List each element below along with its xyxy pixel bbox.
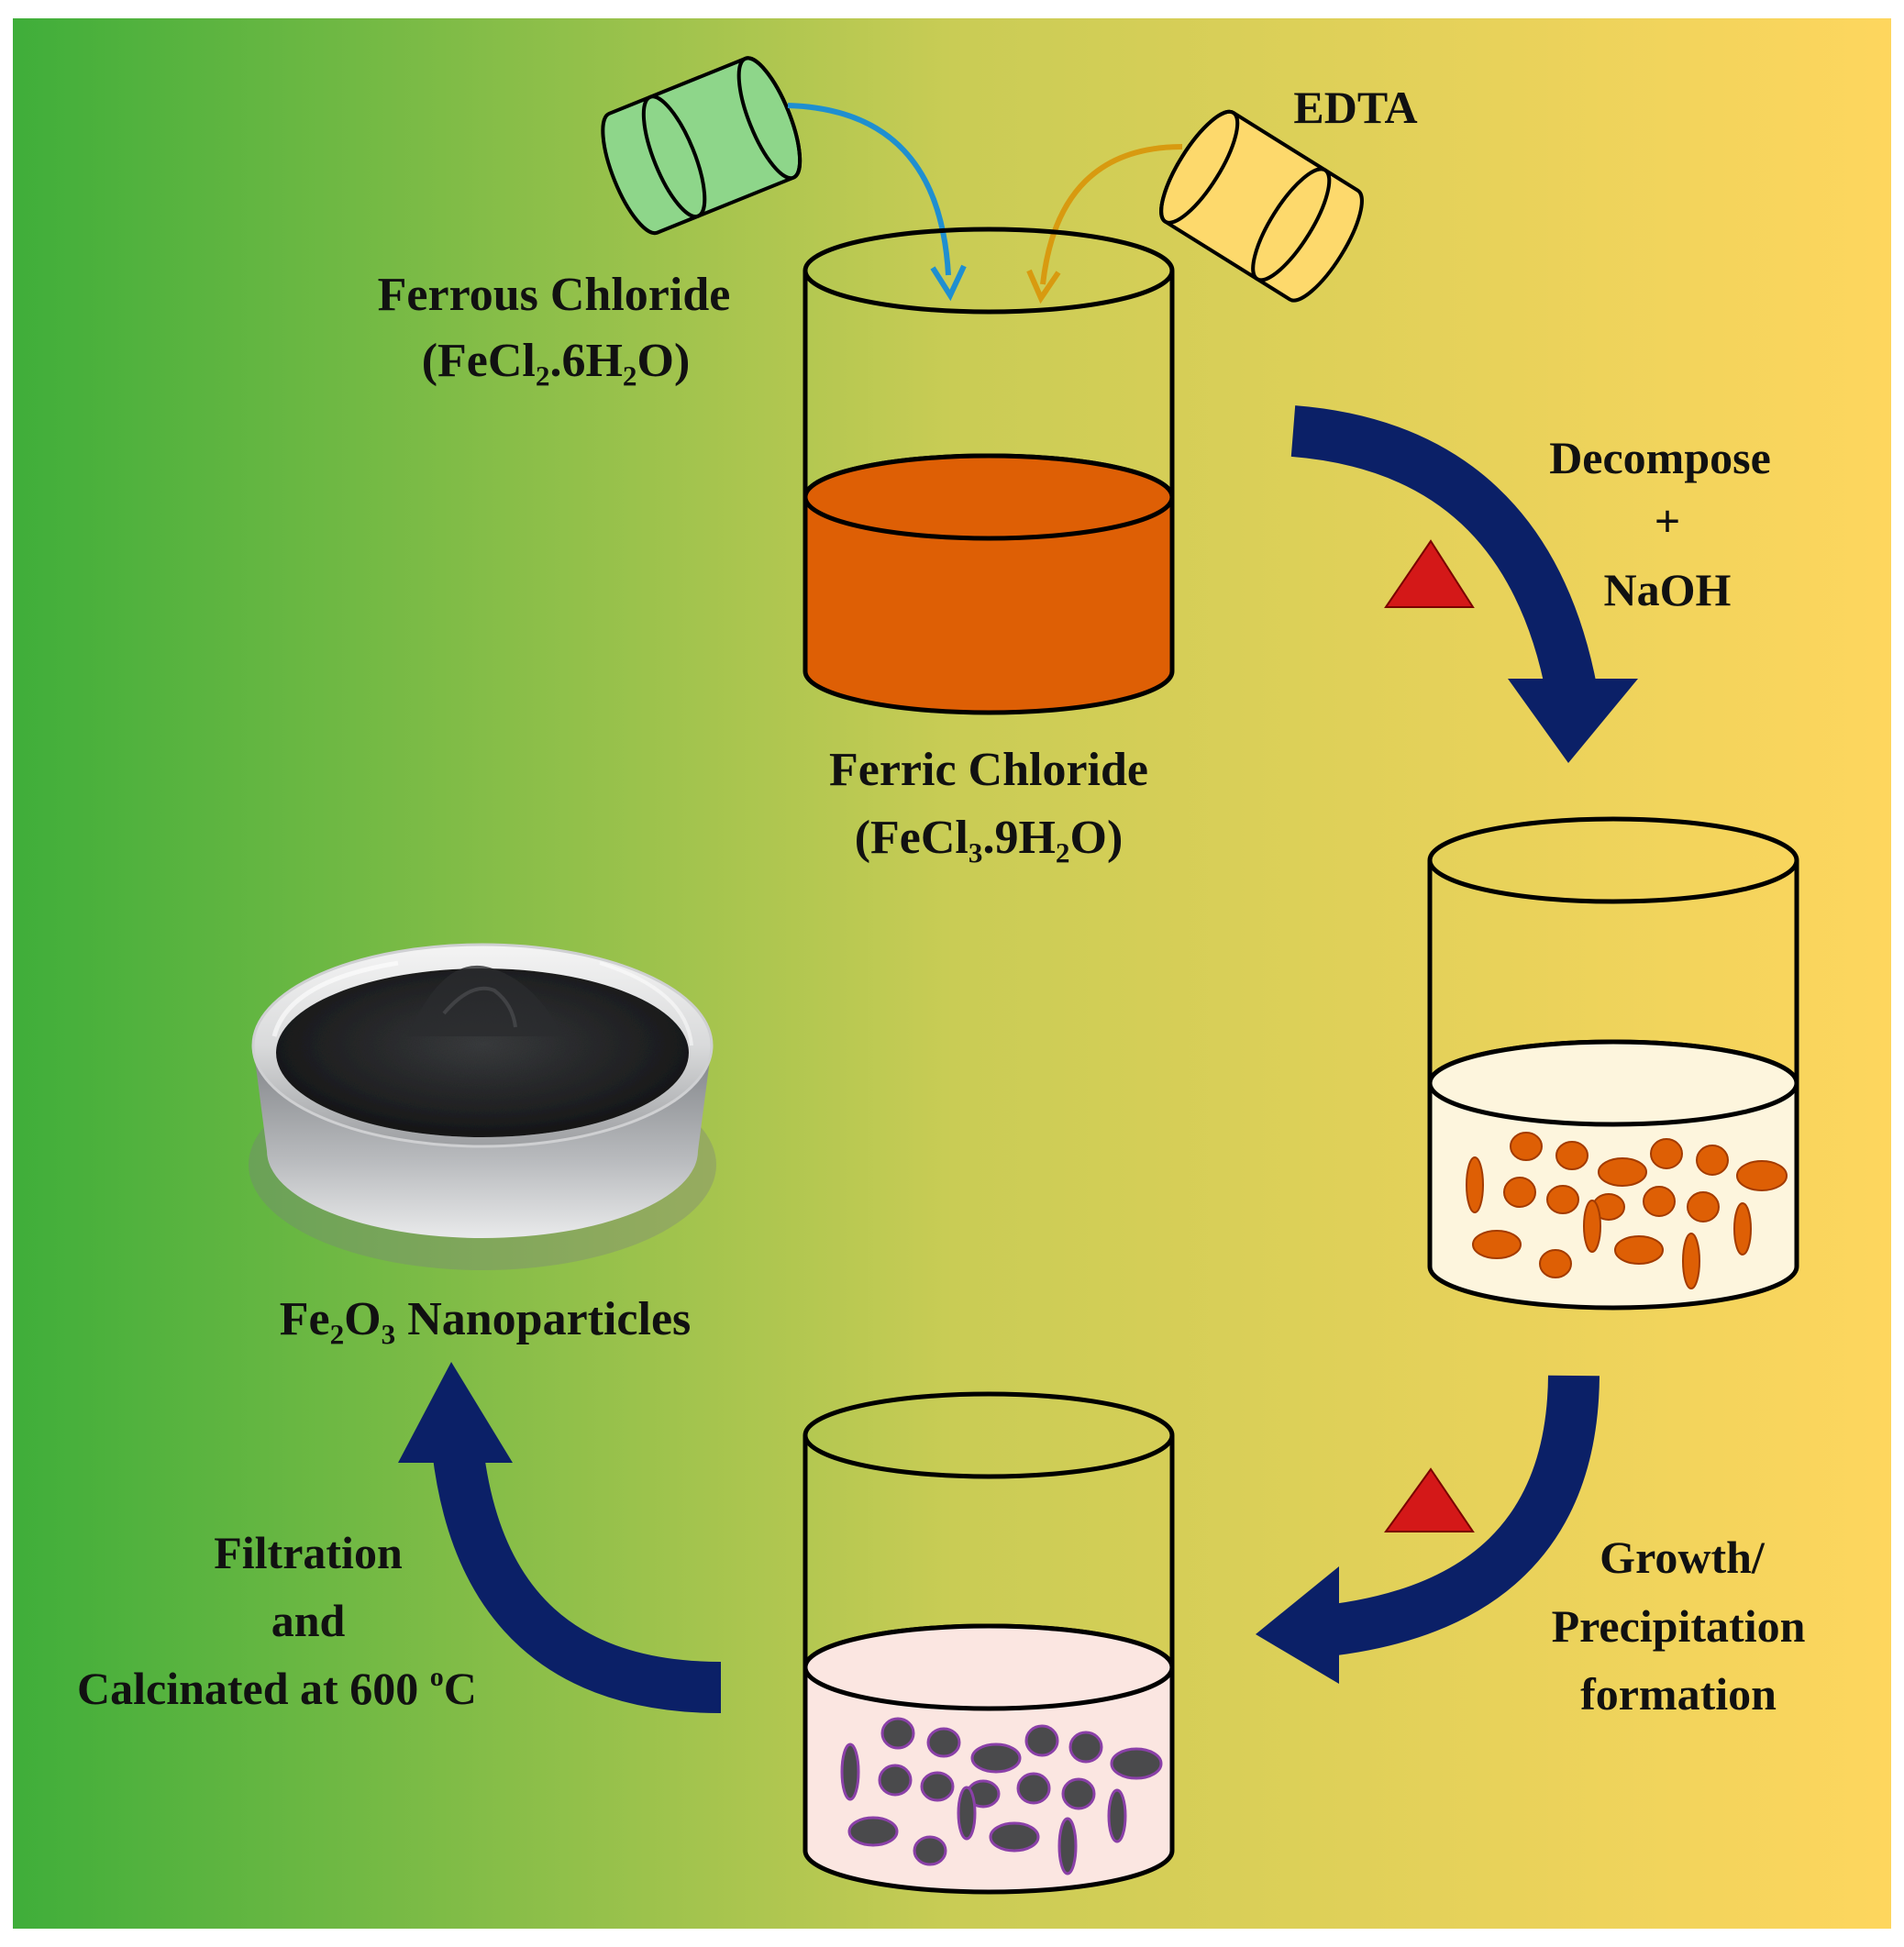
particle [989, 1821, 1040, 1853]
particle [1736, 1160, 1788, 1191]
particle [1061, 1777, 1096, 1810]
edta-bottle [1159, 109, 1364, 303]
particle [970, 1742, 1022, 1774]
particle [1583, 1200, 1601, 1253]
growth-beaker [803, 1391, 1175, 1895]
ferric-chloride-formula: (FeCl₃.9H₂O) [855, 812, 1124, 864]
heat-triangle-icon [1384, 1467, 1475, 1532]
calcination-text: Calcinated at 600 [77, 1663, 430, 1714]
dark-particles [840, 1717, 1163, 1875]
growth-arrow [1256, 1375, 1600, 1684]
particle [1472, 1230, 1522, 1259]
precipitation-label: Precipitation [1552, 1600, 1806, 1652]
naoh-label: NaOH [1604, 564, 1732, 615]
particle [1539, 1249, 1572, 1278]
particle [920, 1771, 955, 1802]
dark-powder-in-glass-dish-photo [249, 943, 716, 1270]
ferric-chloride-beaker [803, 227, 1175, 715]
green-reagent-bottle-icon [601, 56, 803, 236]
particle [878, 1764, 913, 1797]
synthesis-diagram: EDTA Ferrous Chloride (FeCl₂.6H₂O) Ferri… [13, 18, 1891, 1929]
and-label: and [271, 1595, 346, 1646]
particle [1057, 1817, 1078, 1875]
particle [913, 1835, 947, 1866]
edta-pour-arrow [1026, 144, 1183, 304]
particle [1546, 1185, 1579, 1214]
ferrous-chloride-name: Ferrous Chloride [378, 269, 731, 321]
particle [1024, 1724, 1059, 1757]
particle [840, 1742, 860, 1801]
particle [1614, 1235, 1664, 1265]
particle [1466, 1156, 1484, 1213]
particle [1733, 1202, 1752, 1256]
formation-label: formation [1580, 1668, 1777, 1720]
particle [1110, 1747, 1163, 1780]
filtration-label: Filtration [214, 1527, 403, 1578]
particle [1503, 1177, 1536, 1208]
particle [1650, 1138, 1683, 1169]
particle [1696, 1145, 1729, 1176]
particle [1643, 1186, 1676, 1217]
particle [880, 1717, 915, 1750]
decompose-arrow [1290, 405, 1638, 763]
decompose-plus: + [1655, 495, 1681, 547]
particle [1598, 1157, 1647, 1187]
yellow-reagent-bottle-icon [1159, 109, 1364, 303]
degree-superscript: o [430, 1662, 444, 1692]
diagram-frame: EDTA Ferrous Chloride (FeCl₂.6H₂O) Ferri… [13, 18, 1891, 1929]
orange-particles [1466, 1132, 1788, 1289]
growth-label: Growth/ [1600, 1532, 1766, 1583]
product-label: Fe₂O₃ Nanoparticles [280, 1293, 692, 1345]
particle [1107, 1788, 1127, 1843]
ferrous-pour-arrow [787, 103, 967, 302]
particle [1682, 1233, 1700, 1289]
particle [1555, 1141, 1589, 1170]
particle [957, 1786, 977, 1841]
heat-triangle-icon [1384, 539, 1475, 608]
particle [1068, 1731, 1103, 1764]
ferrous-chloride-formula: (FeCl₂.6H₂O) [422, 335, 691, 387]
filtration-arrow [398, 1362, 722, 1713]
edta-label: EDTA [1293, 82, 1417, 133]
particle [1016, 1772, 1051, 1805]
calcination-label: Calcinated at 600 oC [77, 1662, 477, 1714]
particle [1510, 1132, 1543, 1161]
ferric-chloride-name: Ferric Chloride [829, 744, 1148, 796]
particle [847, 1816, 899, 1847]
decompose-label: Decompose [1549, 432, 1771, 483]
celsius-unit: C [444, 1663, 477, 1714]
particle [1687, 1191, 1720, 1222]
particle [926, 1727, 961, 1758]
ferrous-chloride-bottle [601, 56, 803, 236]
precipitate-beaker [1427, 816, 1799, 1311]
